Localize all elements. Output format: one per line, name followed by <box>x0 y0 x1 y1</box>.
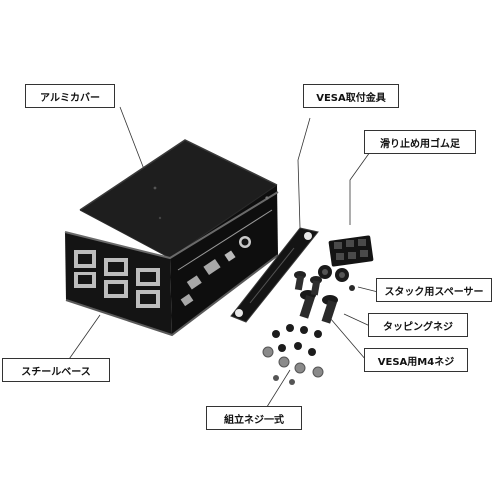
label-vesa-bracket: VESA取付金具 <box>303 84 399 108</box>
assembly-screw-set <box>262 346 324 385</box>
label-tapping-screw: タッピングネジ <box>368 313 468 337</box>
label-rubber-feet: 滑り止め用ゴム足 <box>364 130 476 154</box>
vesa-bracket <box>230 227 319 323</box>
label-steel-base: スチールベース <box>2 358 110 382</box>
rubber-feet-pads <box>328 235 374 267</box>
case-enclosure <box>64 139 279 337</box>
tapping-screws <box>272 324 322 356</box>
stack-spacers <box>318 265 355 291</box>
label-stack-spacer: スタック用スペーサー <box>376 278 492 302</box>
label-aluminum-cover: アルミカバー <box>25 84 115 108</box>
label-assembly-screw-set: 組立ネジ一式 <box>206 406 302 430</box>
vesa-m4-screws <box>294 271 338 324</box>
label-vesa-m4-screw: VESA用M4ネジ <box>364 348 468 372</box>
